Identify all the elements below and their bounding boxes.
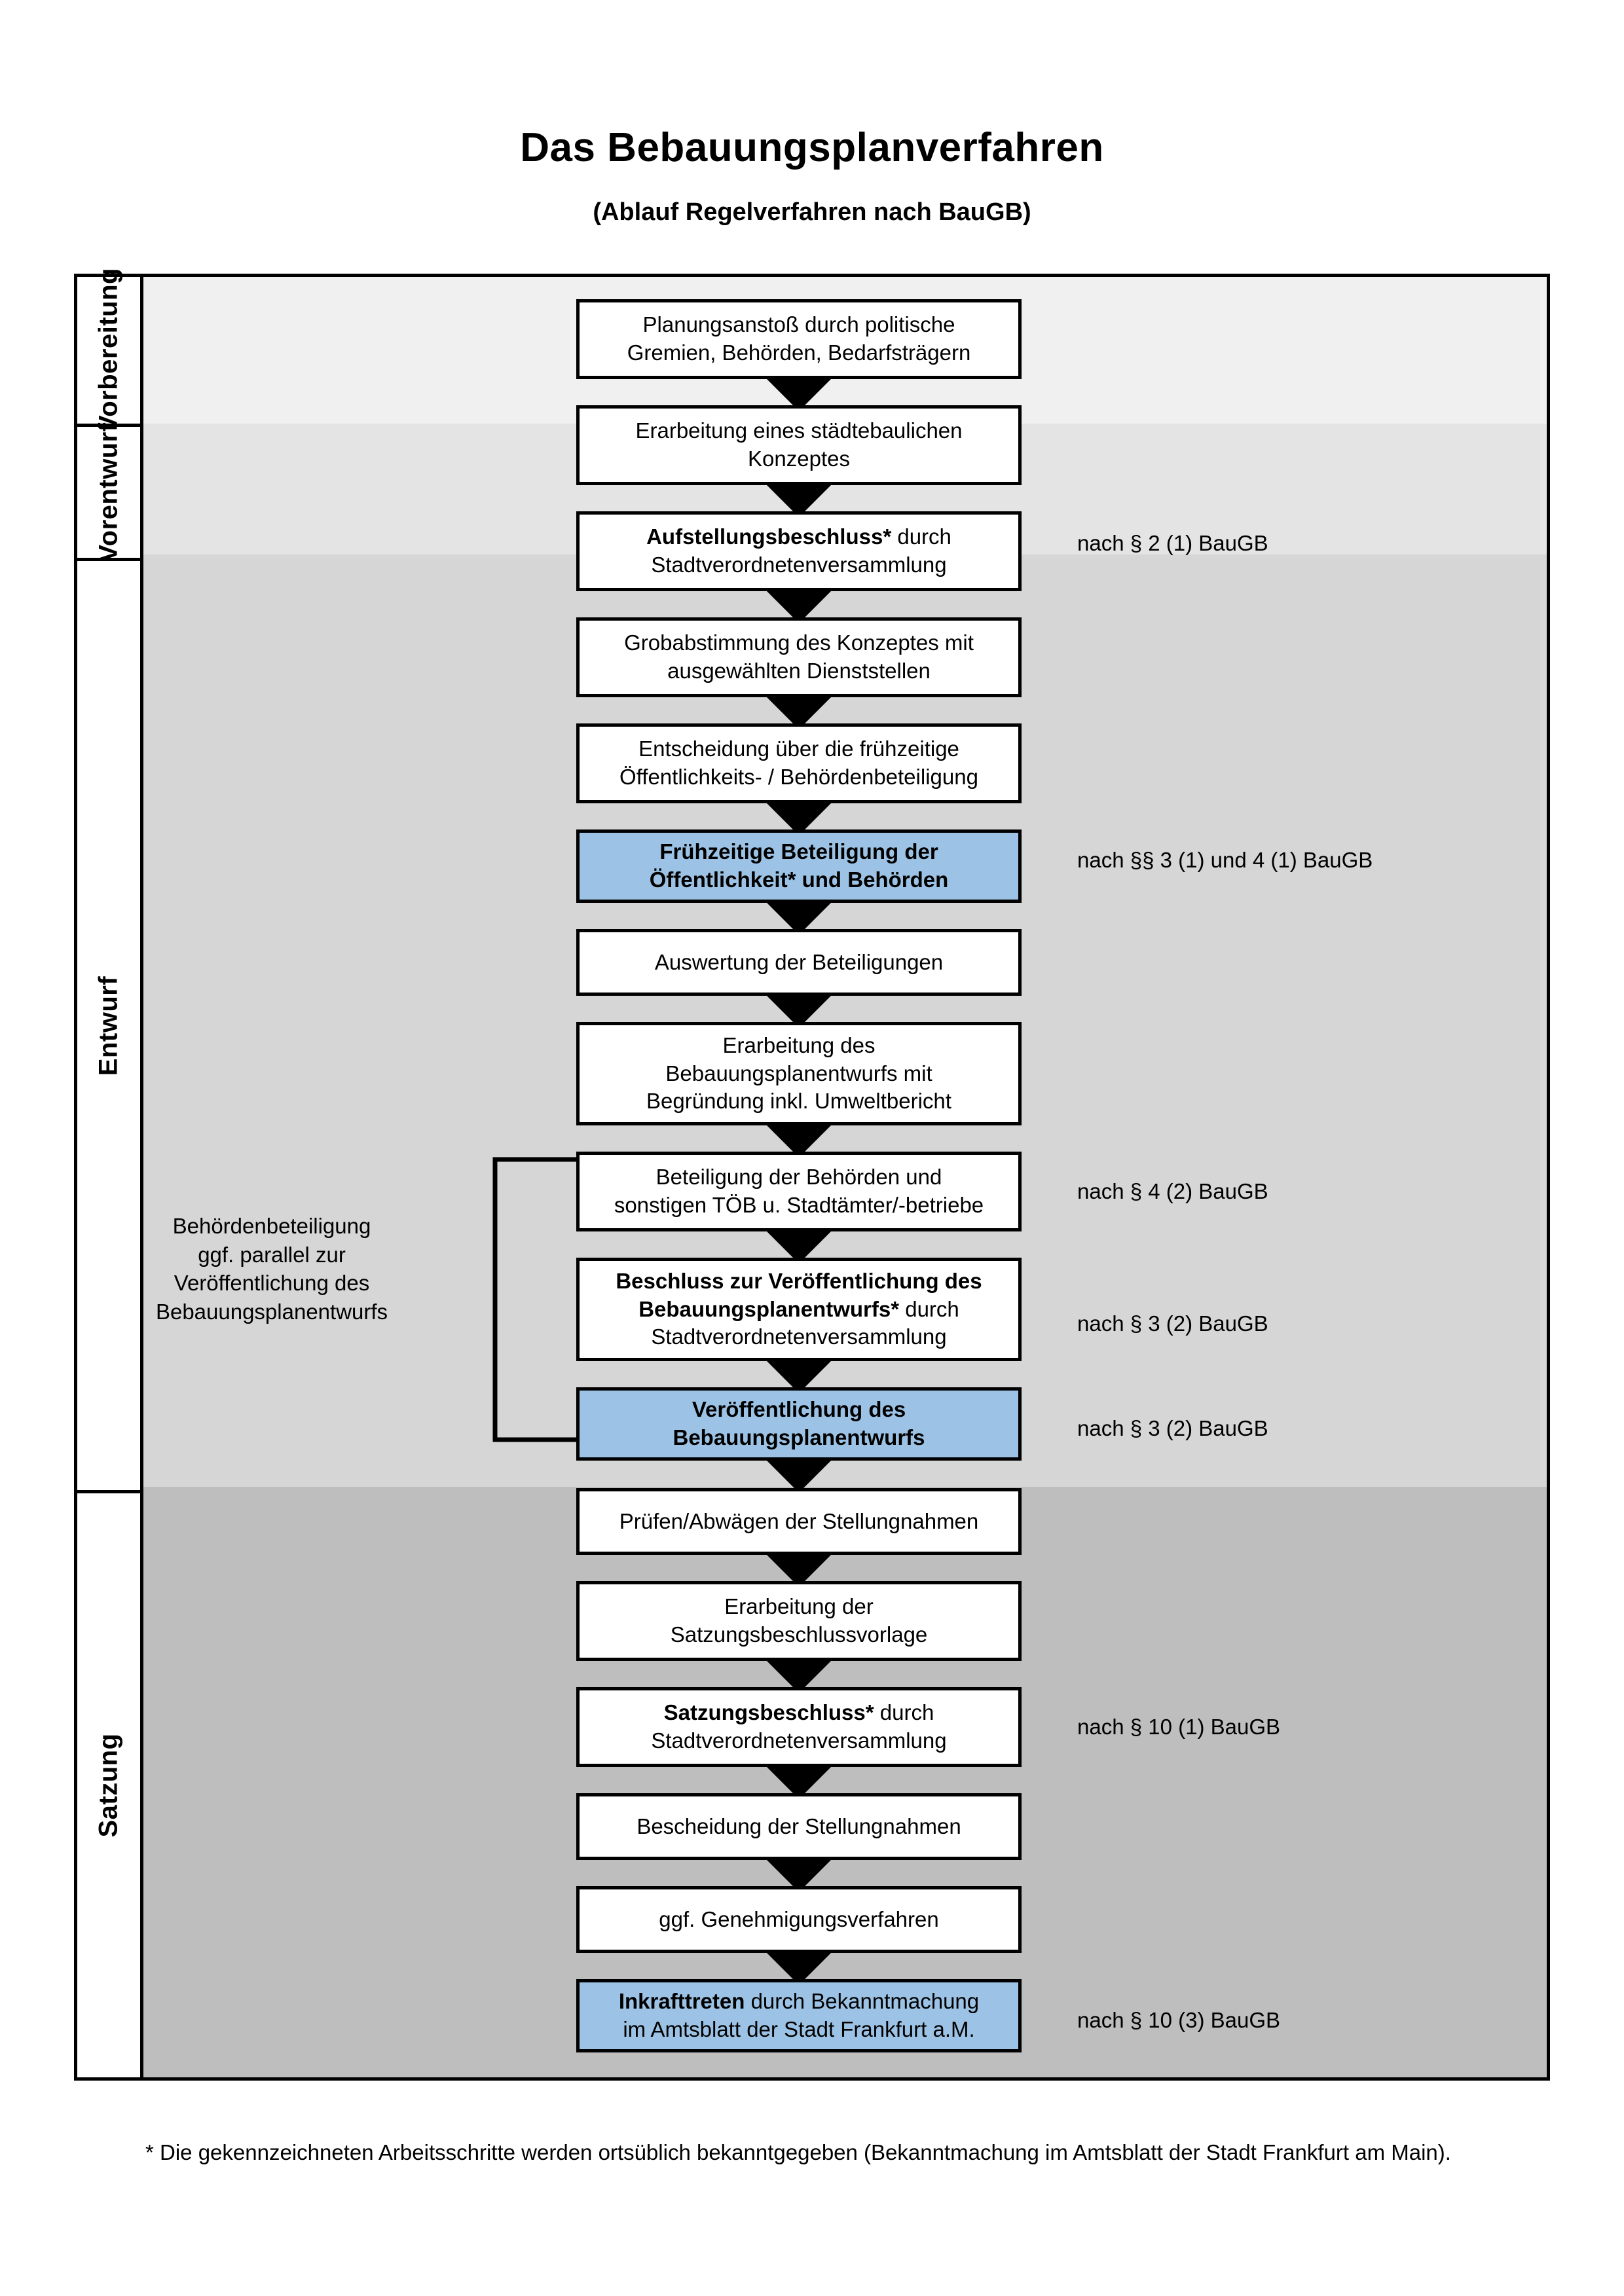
step-line: Bebauungsplanentwurfs: [673, 1425, 925, 1449]
flowchart-frame: Vorbereitung Vorentwurf Entwurf Satzung …: [74, 268, 1550, 2081]
step-line: Auswertung der Beteiligungen: [654, 949, 944, 974]
phase-label-satzung: Satzung: [94, 1733, 123, 1838]
step-box-beschluss-veroeffentlichung[interactable]: Beschluss zur Veröffentlichung des Bebau…: [576, 1258, 1022, 1361]
step-line: Satzungsbeschlussvorlage: [670, 1622, 928, 1647]
side-note-line: Behördenbeteiligung: [172, 1214, 371, 1238]
step-line-rest: durch: [874, 1700, 934, 1725]
step-line-bold: Beschluss zur Veröffentlichung des: [616, 1268, 982, 1293]
step-line: ausgewählten Dienststellen: [667, 659, 931, 683]
title-block: Das Bebauungsplanverfahren (Ablauf Regel…: [0, 0, 1624, 227]
legal-ref-par3-2-a: nach § 3 (2) BauGB: [1077, 1311, 1268, 1336]
step-line: Beschluss zur Veröffentlichung des: [616, 1267, 982, 1296]
phase-label-vorbereitung: Vorbereitung: [94, 268, 123, 433]
step-line-bold: Bebauungsplanentwurfs*: [638, 1296, 900, 1321]
step-line: Stadtverordnetenversammlung: [651, 1728, 947, 1753]
page-subtitle: (Ablauf Regelverfahren nach BauGB): [593, 198, 1031, 226]
step-line: Frühzeitige Beteiligung der: [659, 839, 938, 864]
step-line: Erarbeitung der: [724, 1594, 874, 1619]
legal-ref-par10-1: nach § 10 (1) BauGB: [1077, 1715, 1281, 1739]
step-line: Bescheidung der Stellungnahmen: [637, 1813, 961, 1838]
step-box-planungsanstoss[interactable]: Planungsanstoß durch politische Gremien,…: [576, 299, 1022, 379]
step-line: Stadtverordnetenversammlung: [651, 553, 947, 577]
step-line-bold: Aufstellungsbeschluss*: [646, 524, 892, 549]
step-line-rest: durch Bekanntmachung: [745, 1989, 980, 2014]
side-note-line: Bebauungsplanentwurfs: [155, 1299, 388, 1324]
step-line: Prüfen/Abwägen der Stellungnahmen: [619, 1508, 979, 1533]
step-line: Aufstellungsbeschluss* durch: [646, 523, 951, 551]
phase-label-entwurf: Entwurf: [94, 975, 123, 1076]
step-line: Stadtverordnetenversammlung: [651, 1324, 947, 1349]
footnote-text: * Die gekennzeichneten Arbeitsschritte w…: [145, 2140, 1451, 2164]
legal-ref-par10-3: nach § 10 (3) BauGB: [1077, 2008, 1281, 2032]
step-line: Erarbeitung des: [722, 1032, 876, 1057]
step-box-genehmigungsverfahren[interactable]: ggf. Genehmigungsverfahren: [576, 1886, 1022, 1953]
step-line-rest: durch: [891, 524, 951, 549]
step-line: Inkrafttreten durch Bekanntmachung: [619, 1988, 979, 2016]
step-line: Grobabstimmung des Konzeptes mit: [624, 630, 974, 655]
legal-ref-par4-2: nach § 4 (2) BauGB: [1077, 1179, 1268, 1203]
step-line-bold: Satzungsbeschluss*: [663, 1700, 874, 1725]
step-line: im Amtsblatt der Stadt Frankfurt a.M.: [623, 2017, 975, 2041]
phase-cell-vorentwurf: Vorentwurf: [77, 422, 140, 562]
step-line: Veröffentlichung des: [692, 1397, 906, 1422]
legal-ref-par3-2-b: nach § 3 (2) BauGB: [1077, 1416, 1268, 1440]
step-line: Satzungsbeschluss* durch: [651, 1699, 946, 1727]
step-box-bescheidung-stellungnahmen[interactable]: Bescheidung der Stellungnahmen: [576, 1793, 1022, 1860]
side-note-line: Veröffentlichung des: [174, 1271, 370, 1296]
step-box-pruefen-abwaegen[interactable]: Prüfen/Abwägen der Stellungnahmen: [576, 1488, 1022, 1555]
step-line: Bebauungsplanentwurfs mit: [665, 1061, 932, 1085]
step-line: Konzeptes: [748, 446, 850, 471]
step-line: Planungsanstoß durch politische: [642, 312, 955, 337]
step-box-entscheidung-fruehzeitige[interactable]: Entscheidung über die frühzeitige Öffent…: [576, 723, 1022, 803]
step-line: Beteiligung der Behörden und: [655, 1165, 942, 1190]
phase-column-divider: [140, 277, 143, 2077]
page-title: Das Bebauungsplanverfahren: [520, 125, 1104, 170]
step-line: sonstigen TÖB u. Stadtämter/-betriebe: [614, 1193, 984, 1217]
step-box-beteiligung-behoerden-toeb[interactable]: Beteiligung der Behörden und sonstigen T…: [576, 1152, 1022, 1231]
legal-ref-par2-1: nach § 2 (1) BauGB: [1077, 531, 1268, 555]
phase-cell-satzung: Satzung: [77, 1490, 140, 2077]
flow-arrow-icon: [766, 1460, 832, 1493]
step-line-rest: durch: [899, 1296, 959, 1321]
phase-cell-entwurf: Entwurf: [77, 558, 140, 1490]
step-box-staedtebauliches-konzept[interactable]: Erarbeitung eines städtebaulichen Konzep…: [576, 405, 1022, 485]
step-box-veroeffentlichung-bplanentwurf[interactable]: Veröffentlichung des Bebauungsplanentwur…: [576, 1387, 1022, 1461]
step-line: ggf. Genehmigungsverfahren: [659, 1906, 939, 1931]
phase-label-vorentwurf: Vorentwurf: [94, 422, 123, 562]
step-box-satzungsbeschluss[interactable]: Satzungsbeschluss* durch Stadtverordnete…: [576, 1687, 1022, 1767]
step-box-auswertung-beteiligungen[interactable]: Auswertung der Beteiligungen: [576, 929, 1022, 996]
step-line: Gremien, Behörden, Bedarfsträgern: [627, 340, 971, 365]
legal-ref-par3-1-4-1: nach §§ 3 (1) und 4 (1) BauGB: [1077, 848, 1373, 872]
step-line: Bebauungsplanentwurfs* durch: [616, 1296, 982, 1324]
step-line: Öffentlichkeit* und Behörden: [649, 867, 949, 892]
step-line: Erarbeitung eines städtebaulichen: [635, 418, 963, 443]
step-box-inkrafttreten[interactable]: Inkrafttreten durch Bekanntmachung im Am…: [576, 1979, 1022, 2052]
step-box-aufstellungsbeschluss[interactable]: Aufstellungsbeschluss* durch Stadtverord…: [576, 511, 1022, 591]
step-box-erarbeitung-satzungsvorlage[interactable]: Erarbeitung der Satzungsbeschlussvorlage: [576, 1581, 1022, 1661]
step-line: Öffentlichkeits- / Behördenbeteiligung: [619, 765, 978, 789]
side-note-behoerdenbeteiligung: Behördenbeteiligung ggf. parallel zur Ve…: [124, 1212, 419, 1326]
step-line-bold: Inkrafttreten: [618, 1989, 745, 2014]
step-line: Entscheidung über die frühzeitige: [638, 737, 959, 761]
step-box-fruehzeitige-beteiligung[interactable]: Frühzeitige Beteiligung der Öffentlichke…: [576, 829, 1022, 903]
phase-cell-vorbereitung: Vorbereitung: [77, 268, 140, 433]
side-note-line: ggf. parallel zur: [198, 1242, 346, 1267]
step-box-erarbeitung-bplanentwurf[interactable]: Erarbeitung des Bebauungsplanentwurfs mi…: [576, 1022, 1022, 1125]
step-line: Begründung inkl. Umweltbericht: [646, 1089, 951, 1114]
step-box-grobabstimmung[interactable]: Grobabstimmung des Konzeptes mit ausgewä…: [576, 617, 1022, 697]
